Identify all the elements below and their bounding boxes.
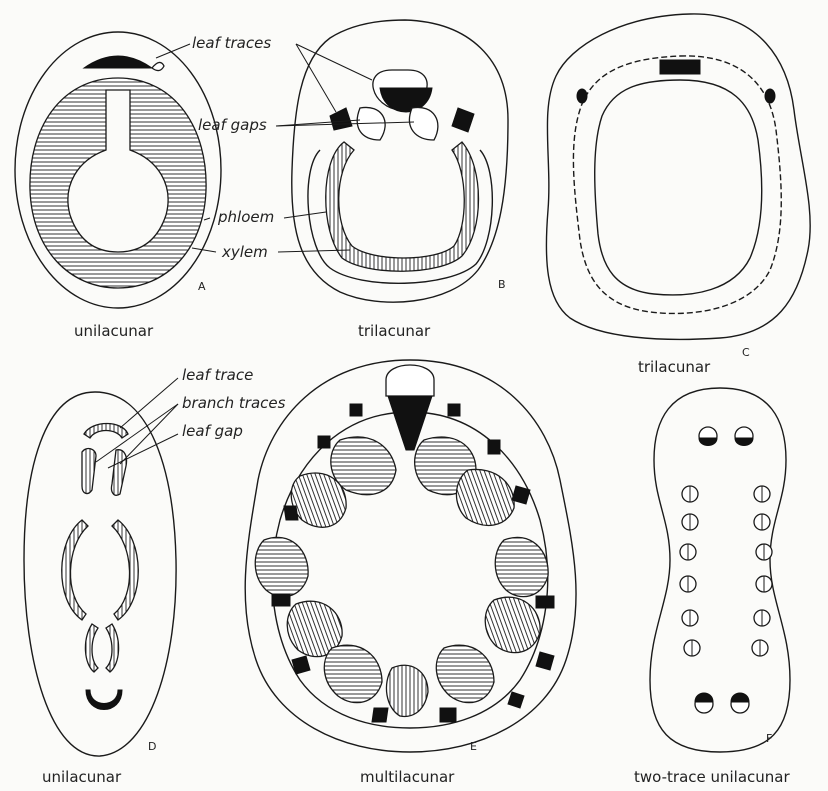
panel-b-right-trace bbox=[452, 108, 474, 132]
panel-e-bundle-10 bbox=[436, 645, 494, 702]
panel-a-leaf-trace bbox=[84, 56, 152, 68]
panel-b-letter: B bbox=[498, 278, 506, 291]
panel-c: C trilacunar bbox=[546, 14, 810, 376]
leader-phloem-a bbox=[204, 218, 210, 220]
panel-b-leaf-gap-right bbox=[409, 107, 437, 140]
panel-e-bundle-8 bbox=[485, 597, 540, 652]
panel-e-bundle-9 bbox=[324, 645, 382, 702]
panel-e-trace-11 bbox=[372, 708, 388, 722]
leader-leaf-traces-b2 bbox=[296, 44, 336, 112]
panel-e-trace-7 bbox=[272, 594, 290, 606]
panel-d-leaf-trace bbox=[84, 424, 128, 439]
label-leaf-trace: leaf trace bbox=[182, 366, 253, 384]
panel-b-vascular-ring bbox=[326, 142, 479, 271]
panel-d-branch-trace-left bbox=[82, 449, 96, 494]
panel-e-bundle-11 bbox=[386, 665, 428, 716]
panel-d-ring-left bbox=[62, 520, 88, 620]
panel-c-ring-outer bbox=[573, 56, 781, 314]
panel-d-caption: unilacunar bbox=[42, 768, 122, 786]
panel-e-trace-1 bbox=[350, 404, 362, 416]
panel-d-lower-left bbox=[85, 624, 98, 672]
panel-c-letter: C bbox=[742, 346, 750, 359]
label-leaf-gap: leaf gap bbox=[182, 422, 243, 440]
panel-e-letter: E bbox=[470, 740, 477, 753]
panel-e-caption: multilacunar bbox=[360, 768, 455, 786]
panel-e-trace-12 bbox=[440, 708, 456, 722]
panel-a-vascular-cylinder bbox=[30, 78, 206, 288]
panel-a-caption: unilacunar bbox=[74, 322, 154, 340]
panel-c-caption: trilacunar bbox=[638, 358, 711, 376]
panel-e-median-gap bbox=[386, 365, 434, 396]
panel-f-letter: F bbox=[766, 732, 772, 745]
panel-f-stem-outline bbox=[650, 388, 790, 752]
panel-b-caption: trilacunar bbox=[358, 322, 431, 340]
panel-f-trace-bottom-left bbox=[695, 693, 713, 702]
label-branch-traces: branch traces bbox=[182, 394, 286, 412]
panel-f-bundle-lines bbox=[688, 486, 764, 656]
panel-e: E multilacunar bbox=[245, 360, 576, 786]
panel-e-bundle-5 bbox=[255, 537, 308, 596]
panel-f-trace-top-left bbox=[699, 438, 717, 446]
label-phloem: phloem bbox=[217, 208, 274, 226]
panel-d: D unilacunar bbox=[24, 392, 176, 786]
panel-f-trace-bottom-right bbox=[731, 693, 749, 702]
panel-d-letter: D bbox=[148, 740, 156, 753]
panel-f-caption: two-trace unilacunar bbox=[634, 768, 790, 786]
panel-e-trace-10 bbox=[536, 652, 554, 670]
panel-e-trace-5 bbox=[284, 506, 298, 520]
label-xylem: xylem bbox=[221, 243, 268, 261]
panel-c-median-trace bbox=[660, 60, 700, 74]
panel-d-ring-right bbox=[112, 520, 138, 620]
panel-a-trace-gap bbox=[152, 62, 164, 70]
panel-e-bundle-3 bbox=[456, 469, 514, 525]
panel-a-letter: A bbox=[198, 280, 206, 293]
panel-b: B trilacunar bbox=[292, 20, 508, 340]
panel-e-trace-2 bbox=[448, 404, 460, 416]
panel-e-bundle-6 bbox=[495, 537, 548, 596]
panel-e-trace-13 bbox=[508, 692, 524, 708]
leader-leaf-traces-b1 bbox=[296, 44, 372, 80]
panel-f: F two-trace unilacunar bbox=[634, 388, 790, 786]
leader-phloem-b bbox=[284, 212, 326, 218]
leader-leaf-traces-a bbox=[156, 44, 190, 58]
panel-b-left-trace bbox=[330, 108, 352, 130]
panel-d-bottom-trace bbox=[86, 690, 122, 710]
leader-xylem-a bbox=[192, 248, 216, 252]
panel-a: A unilacunar bbox=[15, 32, 221, 340]
panel-d-stem-outline bbox=[24, 392, 176, 756]
panel-e-trace-8 bbox=[536, 596, 554, 608]
panel-c-ring-inner bbox=[595, 80, 762, 295]
panel-f-trace-top-right bbox=[735, 438, 753, 446]
panel-c-left-trace bbox=[577, 89, 587, 103]
panel-d-branch-trace-right bbox=[111, 450, 126, 496]
panel-e-trace-4 bbox=[488, 440, 500, 454]
label-leaf-traces: leaf traces bbox=[192, 34, 271, 52]
label-leaf-gaps: leaf gaps bbox=[198, 116, 267, 134]
panel-c-right-trace bbox=[765, 89, 775, 103]
panel-d-lower-right bbox=[106, 624, 119, 672]
panel-e-trace-3 bbox=[318, 436, 330, 448]
